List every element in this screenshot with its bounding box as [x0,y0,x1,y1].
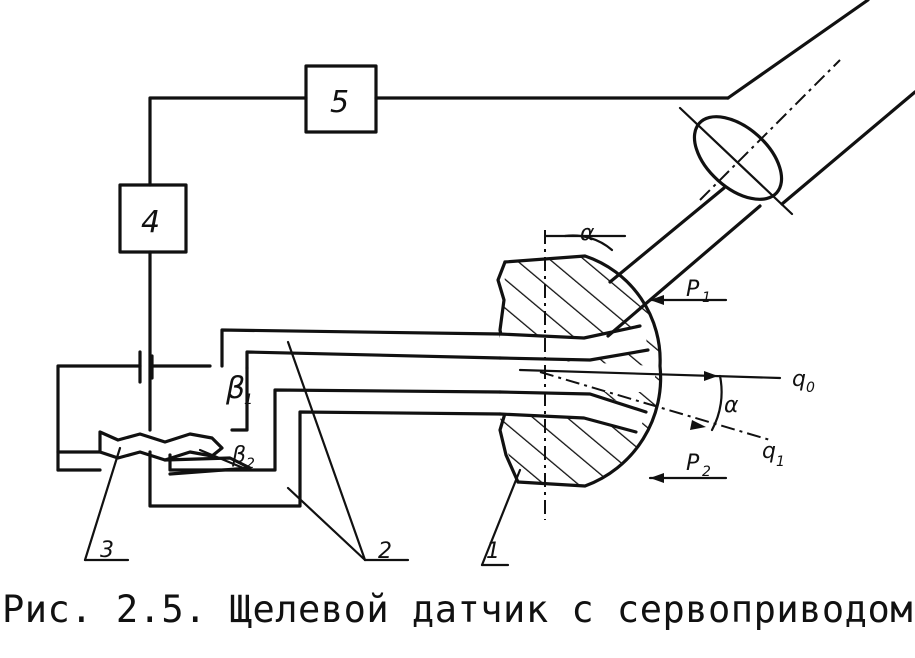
label-beta-1: β [225,371,245,406]
block-5-label: 5 [330,85,349,120]
label-beta-2: β [231,443,246,468]
label-q0: q [792,367,806,392]
figure-caption: Рис. 2.5. Щелевой датчик с сервоприводом [1,588,914,631]
label-alpha-right: α [724,393,739,418]
label-beta-1-sub: 1 [244,392,253,408]
label-q1-sub: 1 [776,454,785,470]
label-alpha-top: α [580,221,595,246]
callout-lines [83,340,522,567]
label-p2-sub: 2 [702,464,711,480]
label-p2: P [686,451,700,476]
block-5: 5 [304,64,378,134]
vectors [518,230,782,520]
block-4-label: 4 [141,205,160,240]
label-part-2: 2 [378,539,392,564]
block-4: 4 [118,183,188,254]
label-p1: P [686,277,700,302]
label-part-3: 3 [100,538,114,563]
label-beta-2-sub: 2 [246,456,255,472]
label-p1-sub: 1 [702,290,711,306]
electric-circuit [56,96,730,472]
optical-tube [606,0,915,338]
pneumatic-pipes [148,328,502,508]
label-q0-sub: 0 [806,380,815,396]
membrane-chamber [98,430,252,476]
label-part-1: 1 [486,539,500,564]
label-q1: q [762,439,776,464]
